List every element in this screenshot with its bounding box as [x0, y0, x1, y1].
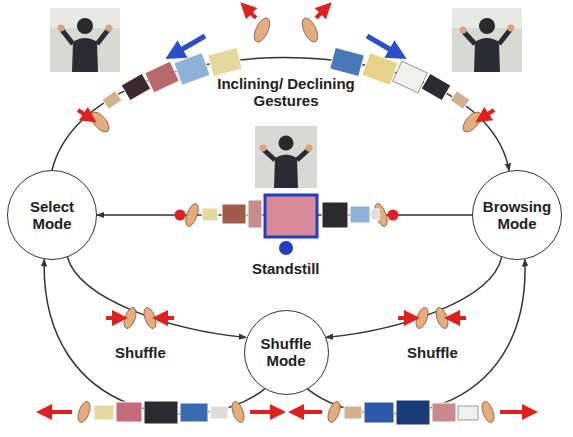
transition-arrow	[67, 257, 246, 337]
image-strip	[94, 400, 478, 425]
hand-icon	[76, 16, 497, 424]
person-photo	[50, 8, 120, 72]
motion-arrow	[44, 8, 530, 412]
person-photo	[255, 126, 317, 188]
transition-arrow	[326, 257, 502, 337]
gesture-label: Inclining/ Declining Gestures	[214, 75, 358, 109]
mode-circle: Shuffle Mode	[244, 310, 329, 395]
selected-image	[265, 195, 317, 237]
gesture-label: Standstill	[250, 260, 322, 277]
blue-dot	[279, 241, 293, 255]
mode-name: Shuffle Mode	[253, 335, 319, 369]
mode-name: Select Mode	[16, 198, 88, 232]
mode-circle: Browsing Mode	[472, 170, 562, 260]
transition-arrow	[44, 259, 265, 414]
mode-circle: Select Mode	[7, 170, 97, 260]
person-photo	[452, 8, 522, 72]
image-strip	[102, 47, 470, 109]
red-dot	[175, 210, 186, 221]
red-dot	[388, 210, 399, 221]
gesture-label: Shuffle	[113, 344, 168, 361]
mode-name: Browsing Mode	[481, 198, 553, 232]
gesture-label: Shuffle	[405, 344, 460, 361]
transition-arrow	[307, 259, 525, 414]
